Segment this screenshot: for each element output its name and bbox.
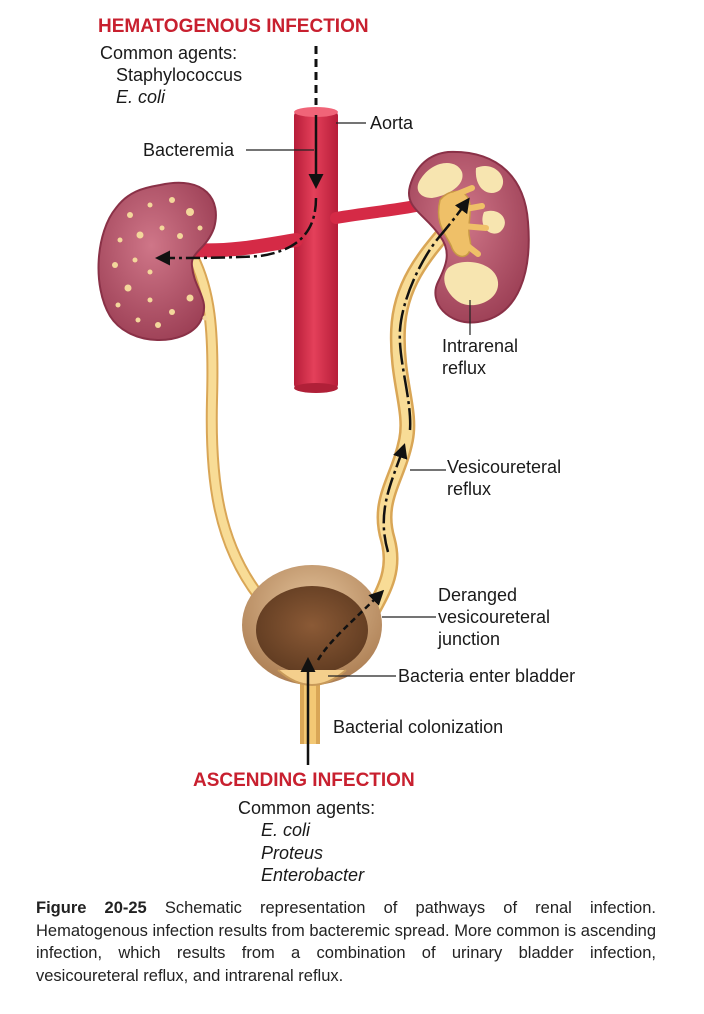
colonization-label: Bacterial colonization: [333, 717, 504, 737]
right-renal-artery: [330, 198, 431, 224]
upper-ureter-arrow: [398, 197, 470, 431]
lower-ureter-arrow: [382, 443, 408, 553]
hematogenous-agent-2: E. coli: [116, 87, 166, 107]
hematogenous-title: HEMATOGENOUS INFECTION: [98, 16, 369, 37]
bladder-to-junction-arrow: [316, 589, 385, 661]
intrarenal-reflux-patches: [417, 162, 505, 306]
aorta-label: Aorta: [370, 113, 414, 133]
figure-caption: Figure 20-25 Schematic representation of…: [36, 897, 656, 987]
vesicoureteral-label-line2: reflux: [447, 479, 492, 499]
hematogenous-agents-heading: Common agents:: [100, 43, 238, 63]
deranged-label-line1: Deranged: [438, 585, 518, 605]
kidney-abscess-dots: [112, 197, 208, 328]
ascending-agent-3: Enterobacter: [261, 865, 365, 885]
intrarenal-label-line1: Intrarenal: [442, 336, 519, 356]
bacteria-enter-label: Bacteria enter bladder: [398, 666, 576, 686]
ascending-agent-1: E. coli: [261, 820, 311, 840]
ascending-agents-heading: Common agents:: [238, 798, 376, 818]
caption-text: Schematic representation of pathways of …: [36, 899, 656, 985]
figure-label: Figure 20-25: [36, 899, 147, 917]
vesicoureteral-label-line1: Vesicoureteral: [447, 457, 562, 477]
ascending-title: ASCENDING INFECTION: [193, 770, 415, 791]
bacteremia-to-kidney-arrow: [155, 197, 318, 266]
left-renal-artery: [188, 233, 303, 258]
bladder-lumen: [256, 586, 368, 674]
renal-infection-diagram: [97, 46, 530, 765]
ascending-agent-2: Proteus: [261, 843, 324, 863]
deranged-label-line2: vesicoureteral: [438, 607, 551, 627]
deranged-label-line3: junction: [438, 629, 501, 649]
aorta: [294, 110, 338, 390]
hematogenous-agent-1: Staphylococcus: [116, 65, 243, 85]
intrarenal-label-line2: reflux: [442, 358, 487, 378]
bacteremia-label: Bacteremia: [143, 140, 235, 160]
